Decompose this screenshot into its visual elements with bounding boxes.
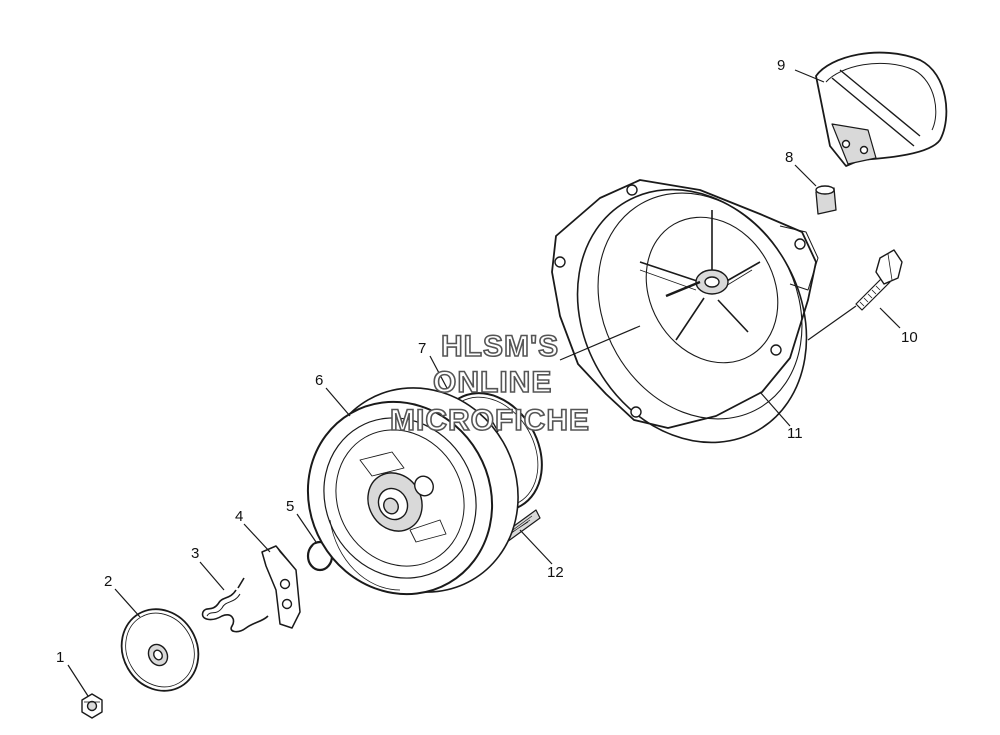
part-11-housing [551,179,819,444]
watermark-line-1: HLSM'S [440,330,560,363]
leader-lines [67,69,901,697]
watermark-line-3: MICROFICHE [389,404,590,437]
callout-10: 10 [901,329,918,346]
part-3-spring-clip [201,577,269,633]
part-1-nut [81,693,103,719]
part-2-cover-disc [120,608,200,692]
part-8-bushing [815,185,837,215]
callout-3: 3 [191,545,200,562]
callout-6: 6 [315,372,324,389]
watermark-line-2: ONLINE [432,366,553,399]
callout-9: 9 [777,57,786,74]
callout-7: 7 [418,340,427,357]
part-10-bolt [855,249,903,311]
callout-8: 8 [785,149,794,166]
callout-11: 11 [787,425,803,442]
callout-5: 5 [286,498,295,515]
callout-12: 12 [547,564,564,581]
part-6-pulley [306,387,519,596]
callout-1: 1 [56,649,65,666]
callout-4: 4 [235,508,244,525]
part-9-handle [815,51,948,167]
callout-2: 2 [104,573,113,590]
part-4-pawl [261,545,301,629]
